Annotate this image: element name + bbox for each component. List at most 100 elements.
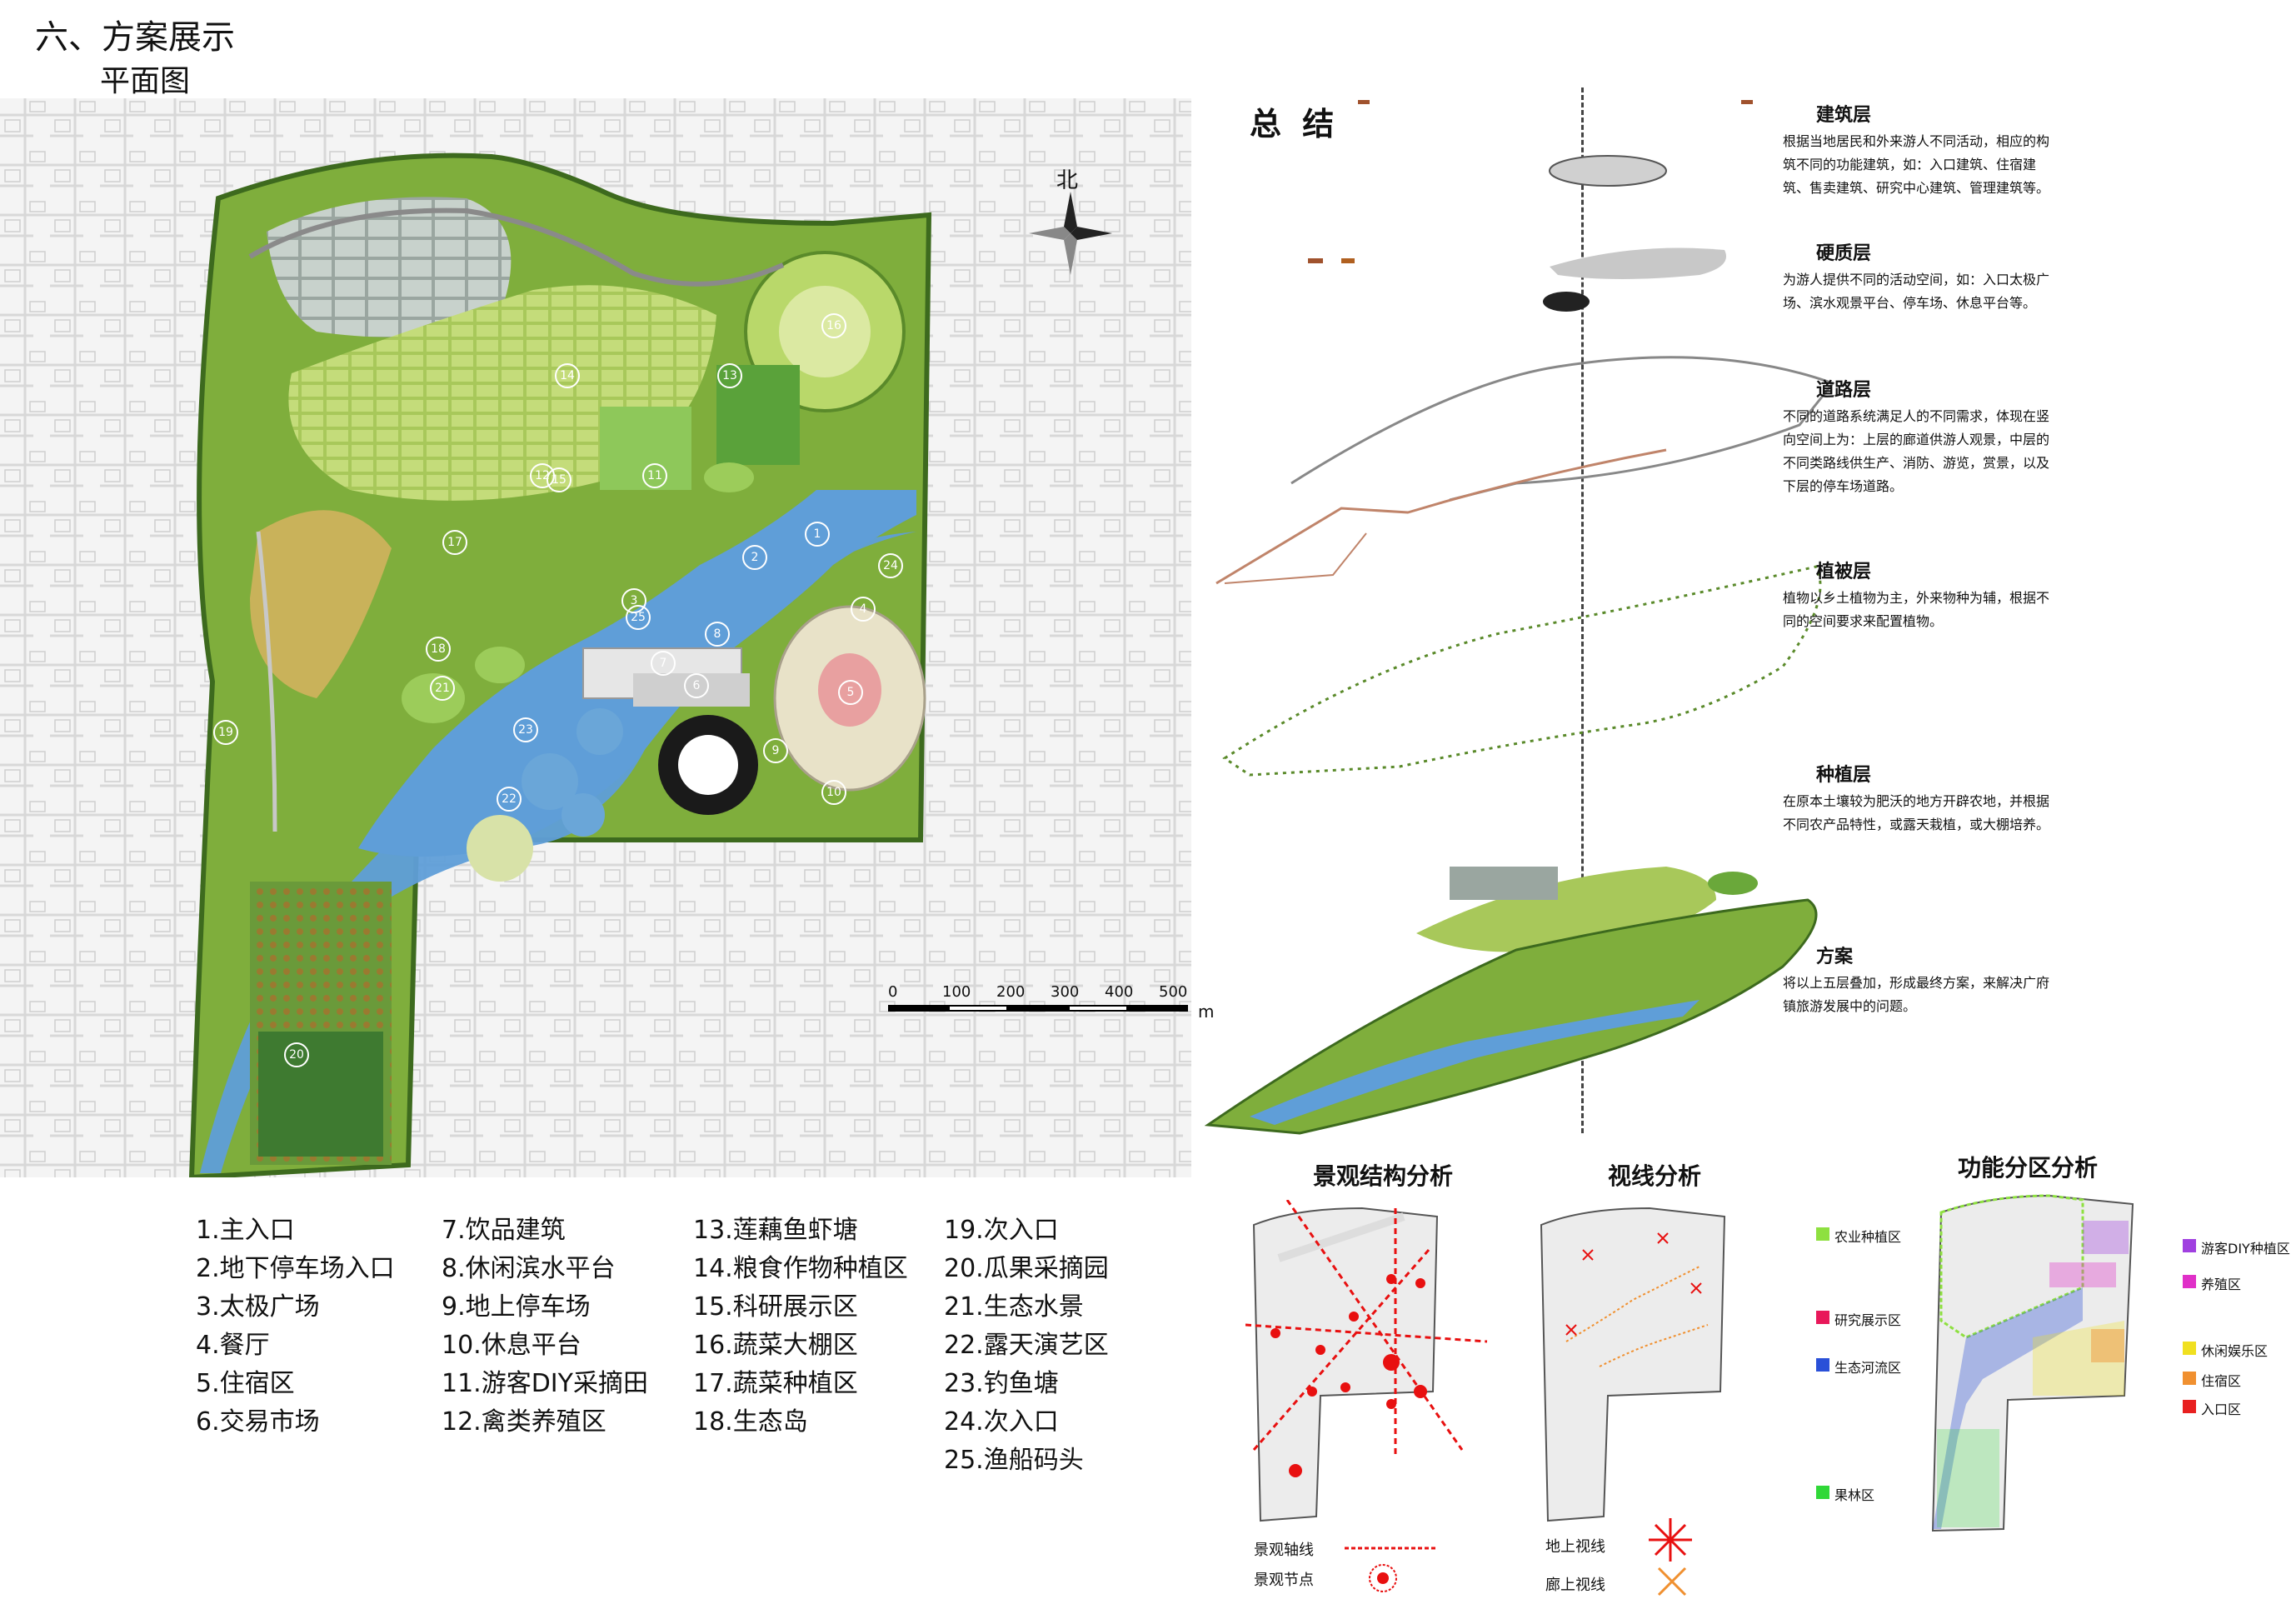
layer-description: 根据当地居民和外来游人不同活动，相应的构筑不同的功能建筑，如：入口建筑、住宿建筑… <box>1783 133 2050 196</box>
legend-item: 6.交易市场 <box>196 1407 320 1437</box>
zone-label: 农业种植区 <box>1834 1229 1902 1245</box>
layer-title: 硬质层 <box>1816 243 1872 264</box>
zone-number-marker: 4 <box>851 597 876 622</box>
legend-item: 19.次入口 <box>944 1216 1059 1245</box>
zone-swatch <box>1816 1358 1829 1372</box>
zone-number-marker: 21 <box>430 676 455 701</box>
landscape-analysis-title: 景观结构分析 <box>1313 1162 1454 1190</box>
legend-item: 11.游客DIY采摘田 <box>442 1369 648 1398</box>
zone-number-marker: 22 <box>497 787 522 812</box>
zone-number-marker: 1 <box>805 522 830 547</box>
legend-item: 25.渔船码头 <box>944 1446 1084 1475</box>
zone-swatch <box>2183 1239 2196 1252</box>
function-zone-map <box>1931 1194 2134 1532</box>
zone-number-marker: 16 <box>821 313 846 338</box>
layer-description: 植物以乡土植物为主，外来物种为辅，根据不同的空间要求来配置植物。 <box>1783 590 2050 629</box>
zone-swatch <box>2183 1400 2196 1413</box>
scale-bar <box>883 982 1200 1015</box>
layer-title: 道路层 <box>1816 380 1872 401</box>
zone-label: 研究展示区 <box>1834 1312 1902 1328</box>
zone-number-marker: 24 <box>878 553 903 578</box>
master-plan-map <box>0 98 1191 1177</box>
legend-item: 8.休闲滨水平台 <box>442 1254 616 1283</box>
layer-title: 种植层 <box>1816 765 1872 786</box>
function-analysis-title: 功能分区分析 <box>1958 1154 2099 1182</box>
zone-number-marker: 8 <box>705 622 730 647</box>
legend-item: 10.休息平台 <box>442 1331 581 1360</box>
scale-tick-label: 300 <box>1051 983 1080 1001</box>
zone-number-marker: 6 <box>684 673 709 698</box>
landscape-structure-map <box>1245 1200 1488 1522</box>
landscape-node-icon <box>1369 1564 1397 1592</box>
legend-item: 2.地下停车场入口 <box>196 1254 395 1283</box>
zone-label: 休闲娱乐区 <box>2201 1343 2269 1359</box>
scale-tick-label: 400 <box>1105 983 1134 1001</box>
north-label: 北 <box>1056 168 1079 193</box>
legend-item: 14.粮食作物种植区 <box>693 1254 908 1283</box>
legend-item: 5.住宿区 <box>196 1369 295 1398</box>
section-title: 六、方案展示 <box>35 18 235 57</box>
zone-number-marker: 15 <box>547 467 572 492</box>
layer-description: 将以上五层叠加，形成最终方案，来解决广府镇旅游发展中的问题。 <box>1783 975 2050 1014</box>
scale-unit: m <box>1198 1002 1215 1022</box>
zone-swatch <box>2183 1275 2196 1288</box>
legend-item: 15.科研展示区 <box>693 1292 858 1322</box>
legend-item: 21.生态水景 <box>944 1292 1084 1322</box>
ground-sight-label: 地上视线 <box>1545 1538 1605 1556</box>
legend-item: 9.地上停车场 <box>442 1292 591 1322</box>
zone-number-marker: 14 <box>555 363 580 388</box>
legend-item: 12.禽类养殖区 <box>442 1407 606 1437</box>
zone-number-marker: 7 <box>651 651 676 676</box>
layer-axis <box>1581 87 1584 1133</box>
layer-title: 建筑层 <box>1816 105 1872 126</box>
zone-swatch <box>2183 1372 2196 1385</box>
scale-tick-label: 0 <box>888 983 898 1001</box>
zone-number-marker: 2 <box>742 545 767 570</box>
zone-label: 生态河流区 <box>1834 1360 1902 1376</box>
zone-swatch <box>2183 1342 2196 1355</box>
landscape-node-label: 景观节点 <box>1254 1572 1314 1589</box>
legend-item: 20.瓜果采摘园 <box>944 1254 1109 1283</box>
zone-swatch <box>1816 1227 1829 1241</box>
zone-number-marker: 10 <box>821 780 846 805</box>
ground-sight-icon <box>1649 1518 1692 1562</box>
scale-tick-label: 100 <box>942 983 971 1001</box>
zone-label: 果林区 <box>1834 1487 1875 1503</box>
sight-line-map <box>1540 1207 1726 1522</box>
zone-number-marker: 5 <box>838 680 863 705</box>
corridor-sight-label: 廊上视线 <box>1545 1577 1605 1594</box>
scale-tick-label: 500 <box>1159 983 1188 1001</box>
north-arrow-icon <box>1029 192 1112 275</box>
plan-subtitle: 平面图 <box>100 64 191 98</box>
legend-item: 13.莲藕鱼虾塘 <box>693 1216 858 1245</box>
scale-tick-label: 200 <box>996 983 1026 1001</box>
zone-number-marker: 20 <box>284 1042 309 1067</box>
legend-item: 22.露天演艺区 <box>944 1331 1109 1360</box>
legend-item: 3.太极广场 <box>196 1292 320 1322</box>
zone-number-marker: 19 <box>213 720 238 745</box>
zone-swatch <box>1816 1486 1829 1499</box>
zone-label: 入口区 <box>2201 1402 2242 1417</box>
zone-number-marker: 18 <box>426 637 451 662</box>
layer-description: 在原本土壤较为肥沃的地方开辟农地，并根据不同农产品特性，或露天栽植，或大棚培养。 <box>1783 793 2050 832</box>
legend-item: 18.生态岛 <box>693 1407 808 1437</box>
corridor-sight-icon <box>1657 1567 1687 1597</box>
zone-number-marker: 9 <box>763 738 788 763</box>
landscape-axis-label: 景观轴线 <box>1254 1542 1314 1559</box>
landscape-axis-symbol <box>1345 1547 1438 1550</box>
legend-item: 4.餐厅 <box>196 1331 270 1360</box>
zone-number-marker: 17 <box>442 530 467 555</box>
zone-number-marker: 11 <box>642 463 667 488</box>
legend-item: 17.蔬菜种植区 <box>693 1369 858 1398</box>
zone-label: 养殖区 <box>2201 1277 2242 1292</box>
layer-stack-diagram <box>1204 100 1835 1135</box>
sight-analysis-title: 视线分析 <box>1608 1162 1702 1190</box>
zone-number-marker: 23 <box>513 717 538 742</box>
layer-description: 不同的道路系统满足人的不同需求，体现在竖向空间上为：上层的廊道供游人观景，中层的… <box>1783 408 2050 494</box>
zone-swatch <box>1816 1311 1829 1324</box>
legend-item: 7.饮品建筑 <box>442 1216 566 1245</box>
zone-label: 游客DIY种植区 <box>2201 1241 2290 1257</box>
legend-item: 1.主入口 <box>196 1216 295 1245</box>
legend-item: 23.钓鱼塘 <box>944 1369 1059 1398</box>
summary-title: 总 结 <box>1250 106 1340 142</box>
